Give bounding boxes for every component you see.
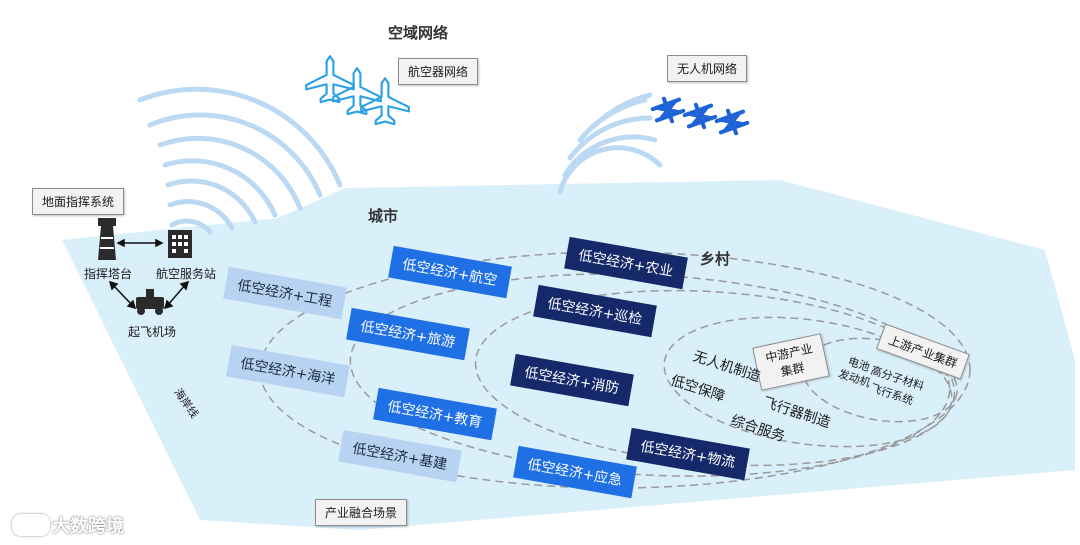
midstream-ellipse — [663, 316, 953, 448]
brand-logo-icon — [12, 514, 50, 536]
village-ellipse — [474, 289, 956, 467]
airspace-title: 空域网络 — [388, 24, 449, 42]
service-station-icon — [168, 230, 192, 258]
airport-label: 起飞机场 — [128, 325, 177, 339]
plane-icon-1 — [305, 55, 355, 104]
midstream-cluster-label: 中游产业集群 — [764, 341, 815, 380]
ground-links — [108, 238, 190, 310]
aircraft-network-callout: 航空器网络 — [398, 58, 479, 85]
tower-label: 指挥塔台 — [84, 267, 133, 281]
service-station-label: 航空服务站 — [156, 267, 217, 281]
ground-plane — [62, 180, 1075, 530]
drone-icon-1 — [648, 91, 688, 129]
plane-icon-3 — [360, 77, 410, 126]
drone-icon-2 — [680, 97, 720, 135]
drone-signal-waves — [557, 92, 663, 195]
ground-command-callout: 地面指挥系统 — [32, 188, 125, 215]
city-title: 城市 — [368, 207, 399, 225]
brand-logo-text: 大数跨境 — [52, 516, 124, 537]
tower-icon — [98, 218, 116, 260]
airport-icon — [136, 289, 164, 315]
industry-scenes-callout: 产业融合场景 — [315, 499, 408, 526]
drone-icon-3 — [712, 103, 752, 141]
aircraft-signal-waves — [137, 86, 343, 235]
drone-network-callout: 无人机网络 — [667, 55, 748, 82]
village-title: 乡村 — [700, 250, 731, 268]
